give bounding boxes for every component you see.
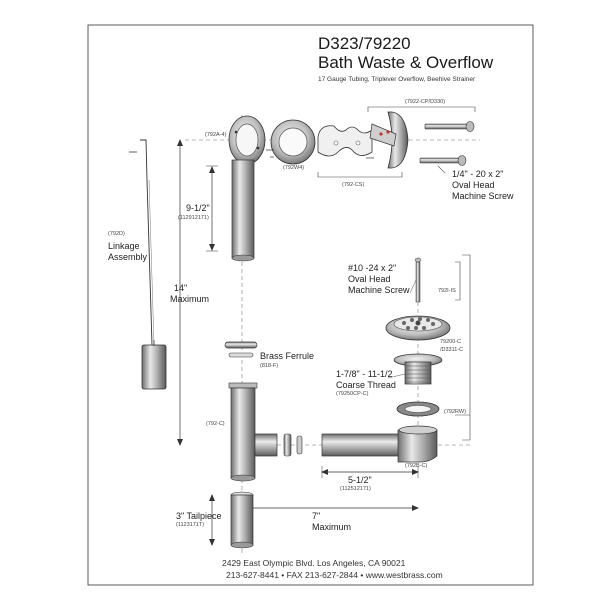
linkage-label-1: Linkage xyxy=(108,241,140,251)
screw-small-code: 792I-IS xyxy=(438,288,456,294)
overflow-length-label: 9-1/2" xyxy=(186,203,210,213)
rubber-washer-icon xyxy=(396,401,440,417)
title-line-2: Bath Waste & Overflow xyxy=(318,53,494,72)
title-line-1: D323/79220 xyxy=(318,34,411,53)
thread-code: (79250CP-C) xyxy=(336,391,369,397)
screw-large-type: Oval Head xyxy=(452,180,495,190)
faceplate-code: (7922-CP/D330) xyxy=(405,99,446,105)
screw-large-size: 1/4" - 20 x 2" xyxy=(452,169,504,179)
tee-code: (792-C) xyxy=(206,421,225,427)
brass-ferrule-label: Brass Ferrule xyxy=(260,351,315,361)
linkage-code: (792D) xyxy=(108,231,125,237)
overflow-washer-code: (792W4) xyxy=(283,165,305,171)
rubber-washer-code: (792RW) xyxy=(444,409,466,415)
strainer-code-2: /D3311-C xyxy=(440,347,464,353)
max-width-label: 7" xyxy=(312,511,321,521)
screw-small-kind: Machine Screw xyxy=(348,285,410,295)
screw-small-bracket xyxy=(455,261,461,301)
strainer-group-bracket xyxy=(462,254,471,441)
screw-small-type: Oval Head xyxy=(348,274,391,284)
clip-bracket xyxy=(317,172,403,178)
tee-fitting-icon xyxy=(228,382,278,482)
strainer-code-1: 79200-C xyxy=(440,339,462,345)
screw-icon xyxy=(419,155,467,166)
drain-shoe-icon xyxy=(321,425,438,463)
overflow-elbow-code: (792A-4) xyxy=(205,132,227,138)
overflow-tube xyxy=(231,159,255,259)
threaded-drain-icon xyxy=(393,353,443,385)
footer-address: 2429 East Olympic Blvd. Los Angeles, CA … xyxy=(222,558,406,568)
overall-height-max: Maximum xyxy=(170,294,210,304)
screw-icon xyxy=(424,121,475,132)
shoe-length-label: 5-1/2" xyxy=(348,475,372,485)
linkage-assembly-icon xyxy=(129,139,167,390)
tailpiece-code: (1123171T) xyxy=(176,522,205,528)
overflow-elbow-icon xyxy=(228,115,266,165)
faceplate-bracket xyxy=(367,106,476,112)
sheet-border xyxy=(87,24,534,586)
shoe-length-code: (112512171) xyxy=(340,486,371,492)
max-width-max: Maximum xyxy=(312,522,352,532)
shoe-code: (792B-C) xyxy=(405,463,428,469)
brass-ferrule-icon xyxy=(224,341,258,358)
footer-contact: 213-627-8441 • FAX 213-627-2844 • www.we… xyxy=(226,570,443,580)
overflow-length-code: (112912171) xyxy=(178,215,209,221)
overall-height-label: 14" xyxy=(174,283,188,293)
subtitle: 17 Gauge Tubing, Triplever Overflow, Bee… xyxy=(318,76,476,83)
beehive-strainer-icon xyxy=(385,315,451,341)
overflow-washer-icon xyxy=(270,119,316,165)
screw-icon xyxy=(414,257,422,303)
screw-small-size: #10 -24 x 2" xyxy=(348,263,397,273)
brass-ferrule-code: (818-F) xyxy=(260,363,279,369)
tailpiece-icon xyxy=(230,491,254,549)
thread-size: 1-7/8" - 11-1/2 xyxy=(336,369,393,379)
clip-code: (792-CS) xyxy=(342,182,365,188)
faceplate-icon xyxy=(369,111,409,169)
tailpiece-label: 3" Tailpiece xyxy=(176,511,222,521)
screw-large-kind: Machine Screw xyxy=(452,191,514,201)
thread-type: Coarse Thread xyxy=(336,380,396,390)
linkage-label-2: Assembly xyxy=(108,252,148,262)
overflow-clip-icon xyxy=(317,125,373,157)
slip-washer-icon xyxy=(283,433,303,457)
